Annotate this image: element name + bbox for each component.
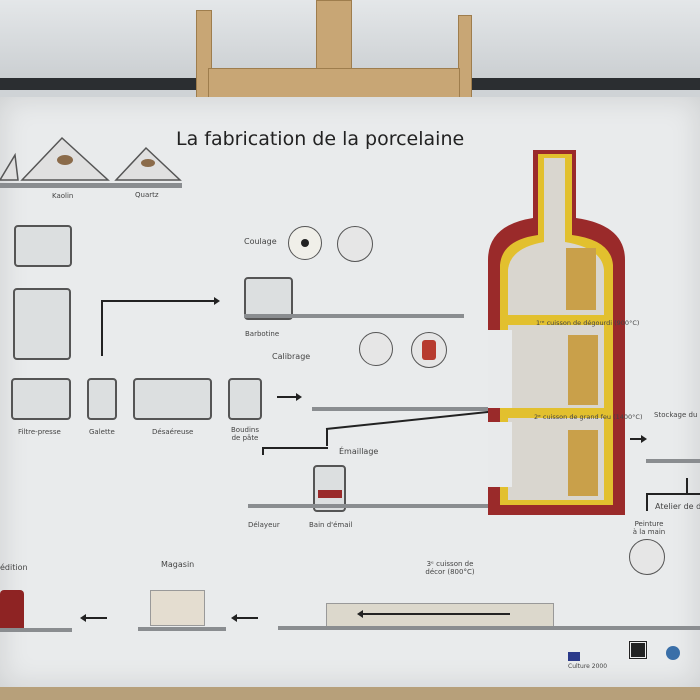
glaze-line-shelf (248, 504, 492, 508)
casting-line-shelf (244, 314, 464, 318)
decor-line-shelf (278, 626, 700, 630)
wagon-illustration (0, 590, 24, 632)
easel-crossbar (208, 68, 460, 98)
label-galette: Galette (89, 428, 115, 436)
flow-line (101, 300, 103, 356)
label-delayeur: Délayeur (248, 521, 280, 529)
warehouse-shelf (138, 627, 226, 631)
flow-arrow (277, 393, 302, 401)
flow-line (646, 493, 700, 495)
label-quartz: Quartz (135, 191, 159, 199)
label-first-firing: 1ʳᵉ cuisson de dégourdi (900°C) (536, 319, 640, 327)
easel-right-post (458, 15, 472, 100)
label-filtre-presse: Filtre-presse (18, 428, 61, 436)
flow-arrow (85, 617, 107, 619)
deaerator-illustration (133, 378, 212, 420)
plate-illustration (337, 226, 373, 262)
kiln-illustration (488, 150, 625, 515)
raw-material-piles (0, 136, 182, 188)
label-third-firing: 3ᵉ cuisson de décor (800°C) (425, 560, 475, 577)
decor-kiln-illustration (326, 603, 554, 627)
flow-line (326, 428, 328, 446)
globe-logo (666, 646, 680, 660)
galette-illustration (87, 378, 117, 420)
label-expedition: édition (0, 563, 28, 572)
label-second-firing: 2ᵉ cuisson de grand feu (1400°C) (534, 413, 643, 421)
glaze-bath (318, 490, 342, 498)
calibrage-line-shelf (312, 407, 490, 411)
flow-arrow (630, 435, 647, 443)
kaolin-machine-illustration (14, 225, 72, 267)
hand-painting-illustration (629, 539, 665, 575)
label-barbotine: Barbotine (245, 330, 280, 338)
label-stockage: Stockage du b (654, 411, 700, 419)
label-atelier: Atelier de d (655, 502, 700, 511)
label-boudins: Boudins de pâte (231, 426, 259, 443)
mold-hole (301, 239, 309, 247)
label-desaereuse: Désaéreuse (152, 428, 194, 436)
flow-arrow (101, 297, 220, 305)
dock-shelf (0, 628, 72, 632)
label-calibrage: Calibrage (272, 352, 311, 361)
eu-flag-logo (568, 652, 580, 661)
slip-tank-illustration (244, 277, 293, 320)
label-kaolin: Kaolin (52, 192, 74, 200)
filter-press-illustration (11, 378, 71, 420)
kiln-flow-arrow (362, 613, 510, 615)
label-sponsor: Culture 2000 (568, 663, 608, 670)
partner-logo (628, 640, 648, 660)
cup-illustration (359, 332, 393, 366)
label-peinture: Peinture à la main (632, 520, 666, 537)
flow-arrow (236, 617, 258, 619)
poster-title: La fabrication de la porcelaine (176, 128, 465, 150)
easel-bottom-bar (0, 687, 700, 700)
warehouse-shelves-illustration (150, 590, 205, 626)
mixer-illustration (13, 288, 71, 360)
paste-rolls-illustration (228, 378, 262, 420)
label-coulage: Coulage (244, 237, 277, 246)
flow-line (686, 478, 688, 494)
label-emaillage: Émaillage (339, 447, 379, 456)
label-bain-email: Bain d'émail (309, 521, 353, 529)
flow-line (262, 447, 264, 455)
label-magasin: Magasin (161, 560, 195, 569)
flow-line (646, 493, 648, 511)
storage-shelf (646, 459, 700, 463)
flow-line (262, 447, 328, 449)
jug-body (422, 340, 436, 360)
